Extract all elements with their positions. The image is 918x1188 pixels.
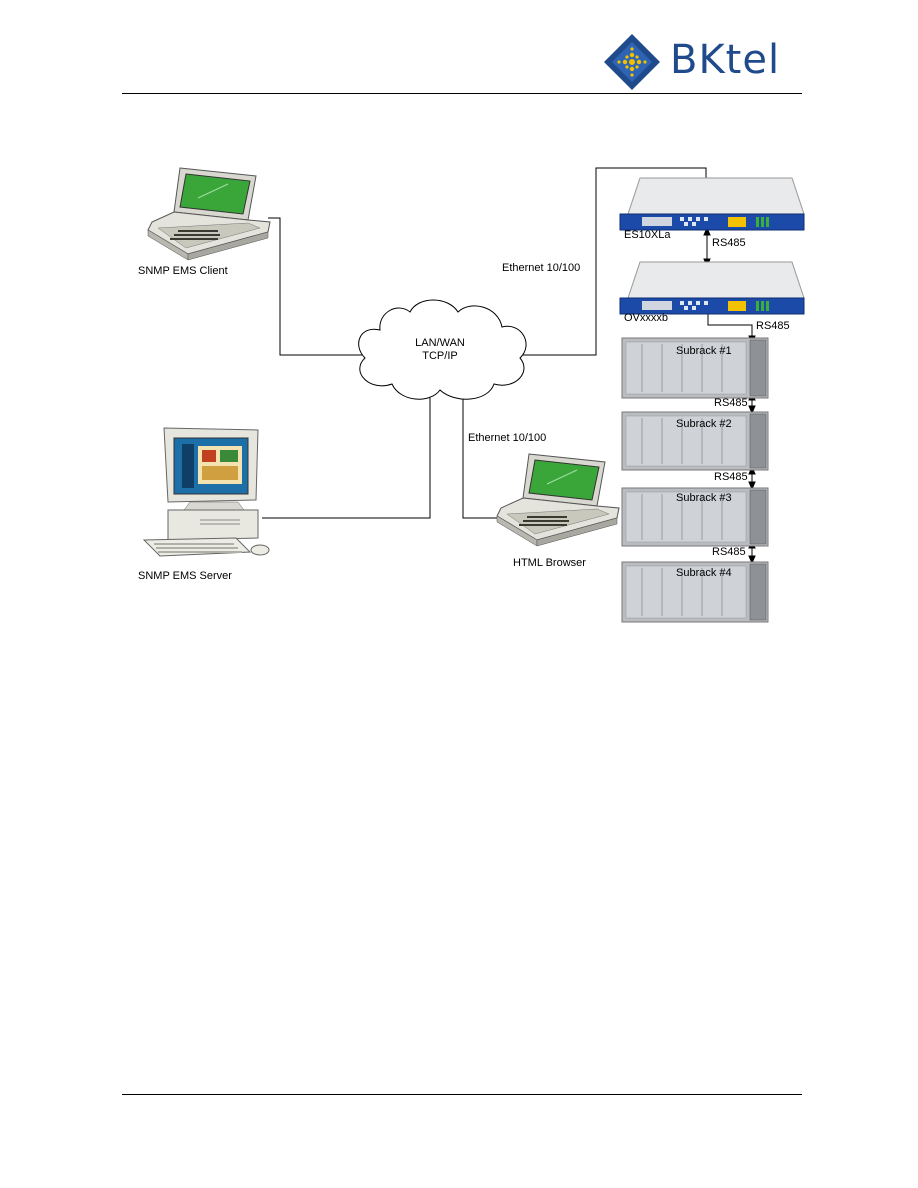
device-link xyxy=(520,167,707,356)
subrack-label: Subrack #1 xyxy=(676,345,732,357)
ov-subrack-link xyxy=(707,312,753,338)
ovxxxxb-label: OVxxxxb xyxy=(624,312,669,324)
network-diagram xyxy=(142,167,805,623)
subrack-label: Subrack #3 xyxy=(676,492,732,504)
rs485-label-4: RS485 xyxy=(714,471,748,483)
rs485-label-3: RS485 xyxy=(714,397,748,409)
cloud-icon xyxy=(358,299,527,400)
laptop-browser-icon xyxy=(496,453,620,547)
subrack-2-icon xyxy=(621,411,769,471)
server-link xyxy=(262,398,431,519)
ems-client-label: SNMP EMS Client xyxy=(138,265,228,277)
desktop-server-icon xyxy=(142,427,270,557)
bktel-logo-icon xyxy=(604,34,660,90)
ethernet-bottom-label: Ethernet 10/100 xyxy=(468,432,547,444)
laptop-client-icon xyxy=(147,167,271,261)
subrack-label: Subrack #2 xyxy=(676,418,732,430)
rs485-label-1: RS485 xyxy=(712,237,746,249)
subrack-3-icon xyxy=(621,487,769,547)
subrack-label: Subrack #4 xyxy=(676,567,732,579)
es10xla-label: ES10XLa xyxy=(624,229,671,241)
html-browser-label: HTML Browser xyxy=(513,557,586,569)
network-label-line2: TCP/IP xyxy=(422,350,458,362)
rs485-label-5: RS485 xyxy=(712,546,746,558)
footer-rule xyxy=(122,1094,802,1095)
header-rule xyxy=(122,93,802,94)
logo-text: BKtel xyxy=(670,37,781,83)
browser-link xyxy=(462,398,498,519)
subrack-1-icon xyxy=(621,337,769,399)
ethernet-top-label: Ethernet 10/100 xyxy=(502,262,581,274)
client-link xyxy=(268,217,362,356)
ovxxxxb-device-icon xyxy=(619,261,805,315)
es10xla-device-icon xyxy=(619,177,805,231)
rs485-label-2: RS485 xyxy=(756,320,790,332)
subrack-4-icon xyxy=(621,561,769,623)
network-label-line1: LAN/WAN xyxy=(415,337,465,349)
ems-server-label: SNMP EMS Server xyxy=(138,570,232,582)
